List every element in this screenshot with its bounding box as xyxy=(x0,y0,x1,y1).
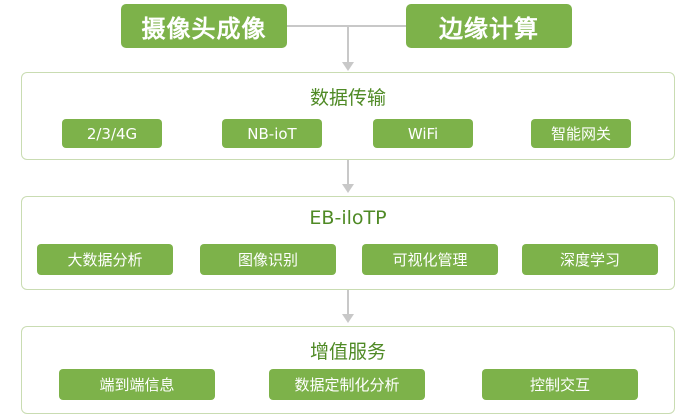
platform-panel: EB-iloTP 大数据分析 图像识别 可视化管理 深度学习 xyxy=(21,196,675,290)
value-added-services-panel: 增值服务 端到端信息 数据定制化分析 控制交互 xyxy=(21,326,675,414)
arrow-down-2 xyxy=(342,290,354,323)
pill-nb-iot: NB-ioT xyxy=(222,119,322,148)
pill-control-interaction: 控制交互 xyxy=(482,369,638,400)
edge-computing-box: 边缘计算 xyxy=(406,4,572,48)
pill-big-data: 大数据分析 xyxy=(37,244,173,275)
pill-end-to-end-info: 端到端信息 xyxy=(59,369,215,400)
top-connector-arrow xyxy=(287,25,406,71)
panel-title: 增值服务 xyxy=(309,341,386,363)
pill-image-recognition: 图像识别 xyxy=(200,244,336,275)
camera-imaging-box: 摄像头成像 xyxy=(121,4,287,48)
arrow-down-1 xyxy=(342,160,354,193)
pill-wifi: WiFi xyxy=(373,119,473,148)
pill-deep-learning: 深度学习 xyxy=(522,244,658,275)
pill-234g: 2/3/4G xyxy=(62,119,162,148)
pill-smart-gateway: 智能网关 xyxy=(531,119,631,148)
pill-visual-management: 可视化管理 xyxy=(362,244,498,275)
panel-title: EB-iloTP xyxy=(309,207,387,229)
panel-title: 数据传输 xyxy=(309,87,386,109)
pill-custom-analysis: 数据定制化分析 xyxy=(269,369,425,400)
data-transmission-panel: 数据传输 2/3/4G NB-ioT WiFi 智能网关 xyxy=(21,72,675,160)
